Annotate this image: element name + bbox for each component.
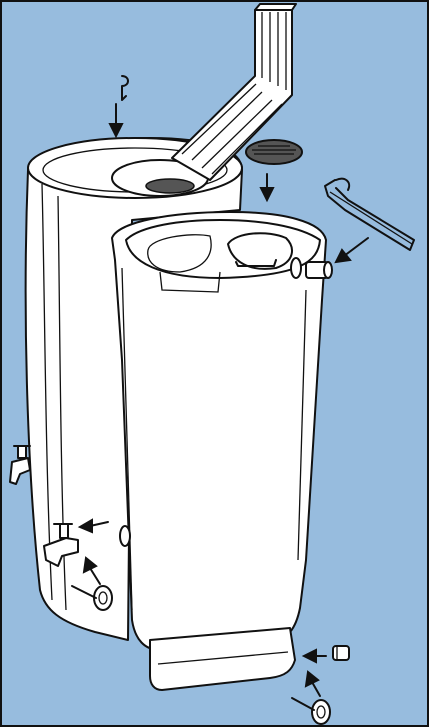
rain-barrel-front-icon — [112, 212, 326, 690]
overflow-outlet-icon — [306, 262, 332, 278]
drain-plug-icon — [333, 646, 349, 660]
mesh-filter-icon — [246, 140, 302, 164]
